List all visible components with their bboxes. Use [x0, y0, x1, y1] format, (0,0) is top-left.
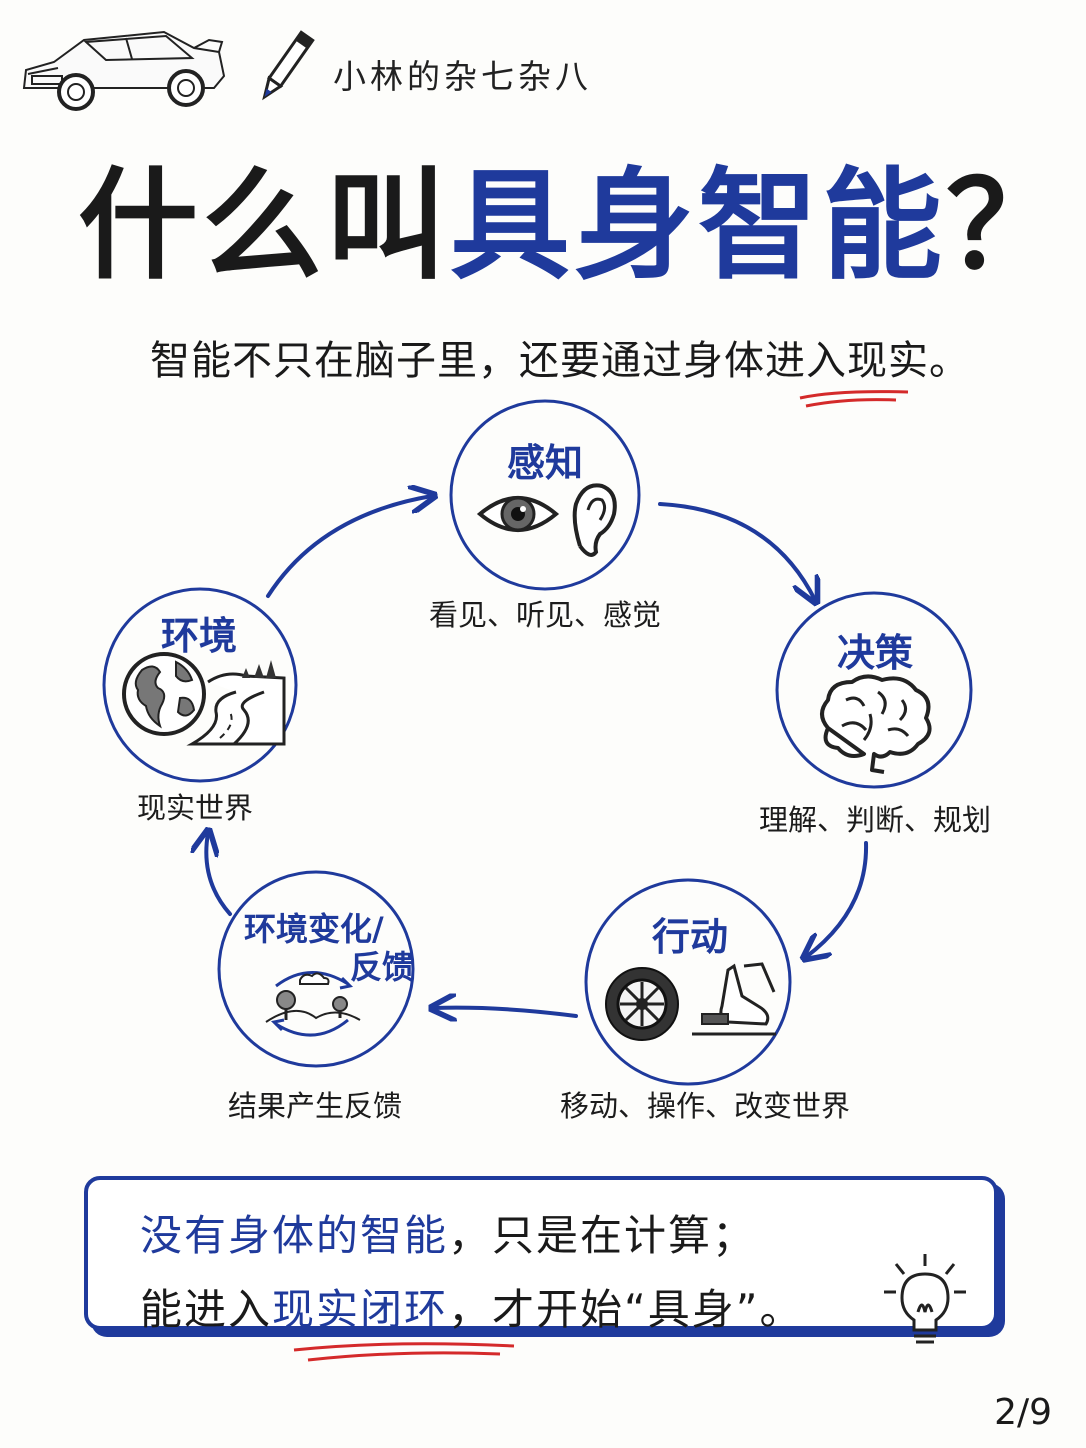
subtitle-before: 智能不只在脑子里，还要通过身体	[150, 338, 765, 384]
lightbulb-icon	[884, 1254, 966, 1344]
decision-node	[775, 591, 973, 789]
arrow-action-to-feedback	[434, 1008, 578, 1016]
conclusion-line-2-pre: 能进入	[140, 1285, 273, 1334]
title-highlight: 具身智能	[450, 157, 946, 296]
car-icon	[22, 30, 226, 111]
subtitle-emph: 进入	[765, 338, 847, 384]
conclusion-line-2-rest: ，才开始“具身”。	[448, 1285, 804, 1334]
arrow-feedback-to-environment	[206, 833, 232, 916]
brand-name: 小林的杂七杂八	[333, 57, 592, 96]
conclusion-line-1: 没有身体的智能，只是在计算；	[140, 1202, 756, 1263]
eye-icon	[476, 496, 560, 532]
foot-pedal-icon	[692, 962, 776, 1036]
brain-icon	[820, 674, 932, 774]
page-title: 什么叫具身智能？	[78, 158, 1070, 296]
environment-caption: 现实世界	[136, 791, 253, 825]
wheel-icon	[605, 967, 679, 1041]
action-caption: 移动、操作、改变世界	[559, 1089, 850, 1123]
feedback-caption: 结果产生反馈	[227, 1089, 402, 1123]
pen-icon	[262, 30, 315, 101]
title-prefix: 什么叫	[78, 157, 450, 296]
perception-node	[449, 399, 641, 591]
action-title: 行动	[651, 915, 728, 959]
conclusion-line-2-emph: 现实闭环	[272, 1285, 449, 1334]
feedback-node	[217, 870, 415, 1068]
perception-title: 感知	[506, 441, 583, 485]
arrow-environment-to-perception	[266, 496, 432, 598]
decision-title: 决策	[836, 631, 913, 675]
feedback-title-line1: 环境变化/	[244, 910, 384, 948]
action-node	[584, 878, 792, 1086]
subtitle: 智能不只在脑子里，还要通过身体进入现实。	[150, 328, 970, 386]
perception-caption: 看见、听见、感觉	[428, 598, 661, 632]
subtitle-underline	[799, 390, 909, 408]
conclusion-line-1-emph: 没有身体的智能	[140, 1211, 449, 1260]
arrow-perception-to-decision	[658, 502, 815, 600]
page-indicator: 2/9	[994, 1392, 1052, 1433]
conclusion-box	[84, 1176, 998, 1330]
feedback-title-line2: 反馈	[350, 948, 415, 986]
environment-title: 环境	[160, 614, 237, 658]
conclusion-line-1-rest: ，只是在计算；	[448, 1211, 757, 1260]
conclusion-underline	[293, 1342, 515, 1362]
globe-road-icon	[122, 652, 286, 746]
arrow-decision-to-action	[806, 841, 869, 957]
title-suffix: ？	[946, 157, 1070, 296]
decision-caption: 理解、判断、规划	[758, 803, 991, 837]
subtitle-after: 现实。	[847, 338, 970, 384]
conclusion-line-2: 能进入现实闭环，才开始“具身”。	[140, 1276, 804, 1337]
ear-icon	[572, 483, 617, 557]
environment-node	[102, 587, 298, 783]
cycle-landscape-icon	[265, 971, 361, 1037]
